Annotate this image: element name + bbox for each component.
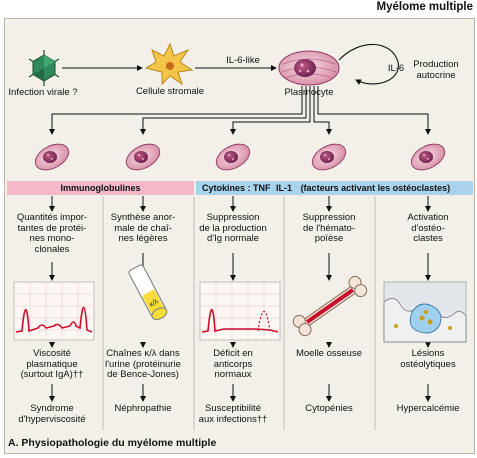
antibody-deficit-graph <box>199 281 281 341</box>
il6like-label: IL-6-like <box>226 55 260 66</box>
column-2-outcome: Néphropathie <box>98 403 188 415</box>
column-3-outcome-line: aux infections†† <box>198 413 268 425</box>
stromal-cell-icon <box>144 42 194 86</box>
osteolytic-lesion-icon <box>383 281 467 343</box>
column-1-mechanism-line: clonales <box>34 243 70 255</box>
column-1-mechanism-line: tantes de protéi- <box>17 222 87 234</box>
plasma-cell-icon <box>125 143 161 171</box>
plasma-cell-icon <box>311 143 347 171</box>
column-5-outcome-line: Hypercalcémie <box>396 403 460 414</box>
bone-icon <box>292 275 368 337</box>
column-3-mechanism-line: de la production <box>199 222 267 234</box>
column-3-effect-line: normaux <box>214 369 252 380</box>
cytokine-band-note: (facteurs activant les ostéoclastes) <box>300 183 451 193</box>
column-4-effect-line: Moelle osseuse <box>295 348 362 359</box>
column-4-mechanism-line: de l'hémato- <box>303 222 355 234</box>
plasma-cell-icon <box>34 143 70 171</box>
virus-icon <box>28 50 60 86</box>
column-2-effect-line: de Bence-Jones) <box>107 369 179 380</box>
autocrine-loop-arrow <box>338 43 399 85</box>
tube-label: κ/λ <box>148 298 160 309</box>
column-3-effect-line: Déficit en <box>213 348 253 359</box>
column-2-effect-line: l'urine (protéinurie <box>105 358 181 370</box>
cytokine-band-label: Cytokines : TNF <box>202 183 271 193</box>
column-cells <box>34 143 446 171</box>
column-2-mechanism-line: Synthèse anor- <box>110 212 176 223</box>
autocrine-label: Production autocrine <box>413 59 459 81</box>
column-1-effect-line: Viscosité <box>33 348 71 359</box>
page-title: Myélome multiple <box>376 1 474 13</box>
autocrine-signal-label: IL-6 <box>387 63 405 74</box>
immunoglobulin-band: Immunoglobulines <box>7 181 194 195</box>
column-4-mechanism-line: Suppression <box>302 212 356 223</box>
stromal-label: Cellule stromale <box>135 86 205 97</box>
column-1-mechanism-line: Quantités impor- <box>16 212 88 223</box>
cytokine-band-il1: IL-1 <box>276 183 293 193</box>
column-2-effect-line: Chaînes κ/λ dans <box>106 348 180 359</box>
column-3-outcome-line: Susceptibilité <box>205 403 261 414</box>
column-2-mechanism: Synthèse anor-male de chaî-nes légères <box>98 212 188 245</box>
cytokine-band: Cytokines : TNF IL-1 (facteurs activant … <box>196 181 473 195</box>
column-1-mechanism-line: nes mono- <box>29 233 75 244</box>
column-5-effect-line: Lésions <box>411 348 445 359</box>
column-5-mechanism-line: clastes <box>413 233 443 244</box>
column-3-mechanism-line: d'Ig normale <box>207 233 259 244</box>
immunoglobulin-band-label: Immunoglobulines <box>60 183 141 193</box>
distribution-connectors <box>49 86 431 135</box>
column-1-effect-line: plasmatique <box>26 358 78 370</box>
column-5-mechanism-line: Activation <box>407 212 449 223</box>
plasmocyte-icon <box>278 50 340 86</box>
column-5-mechanism-line: d'ostéo- <box>411 222 445 234</box>
column-4-outcome: Cytopénies <box>284 403 374 415</box>
column-3-effect-line: anticorps <box>213 358 253 370</box>
plasma-cell-icon <box>215 143 251 171</box>
column-4-outcome-line: Cytopénies <box>305 403 353 414</box>
column-5-effect-line: ostéolytiques <box>400 358 456 370</box>
column-arrows <box>49 196 431 402</box>
column-2-mechanism-line: male de chaî- <box>114 222 172 234</box>
column-1-effect-line: (surtout IgA)†† <box>20 369 84 380</box>
virus-label: Infection virale ? <box>8 87 78 98</box>
monoclonal-peak-graph <box>13 281 95 341</box>
column-1-outcome-line: Syndrome <box>30 403 74 414</box>
column-4-mechanism-line: poïèse <box>314 233 344 244</box>
column-dividers <box>102 196 376 430</box>
plasmocyte-label: Plasmocyte <box>284 87 334 98</box>
column-2-mechanism-line: nes légères <box>118 233 168 244</box>
column-1-mechanism: Quantités impor-tantes de protéi-nes mon… <box>6 212 98 255</box>
urine-tube-icon: κ/λ <box>128 264 168 320</box>
column-2-outcome-line: Néphropathie <box>114 403 172 414</box>
column-1-outcome-line: d'hyperviscosité <box>18 413 86 425</box>
diagram-frame <box>4 18 475 454</box>
figure-caption: A. Physiopathologie du myélome multiple <box>8 437 217 449</box>
column-3-mechanism-line: Suppression <box>206 212 260 223</box>
column-5-outcome: Hypercalcémie <box>382 403 474 415</box>
plasma-cell-icon <box>410 143 446 171</box>
column-4-effect: Moelle osseuse <box>284 348 374 360</box>
